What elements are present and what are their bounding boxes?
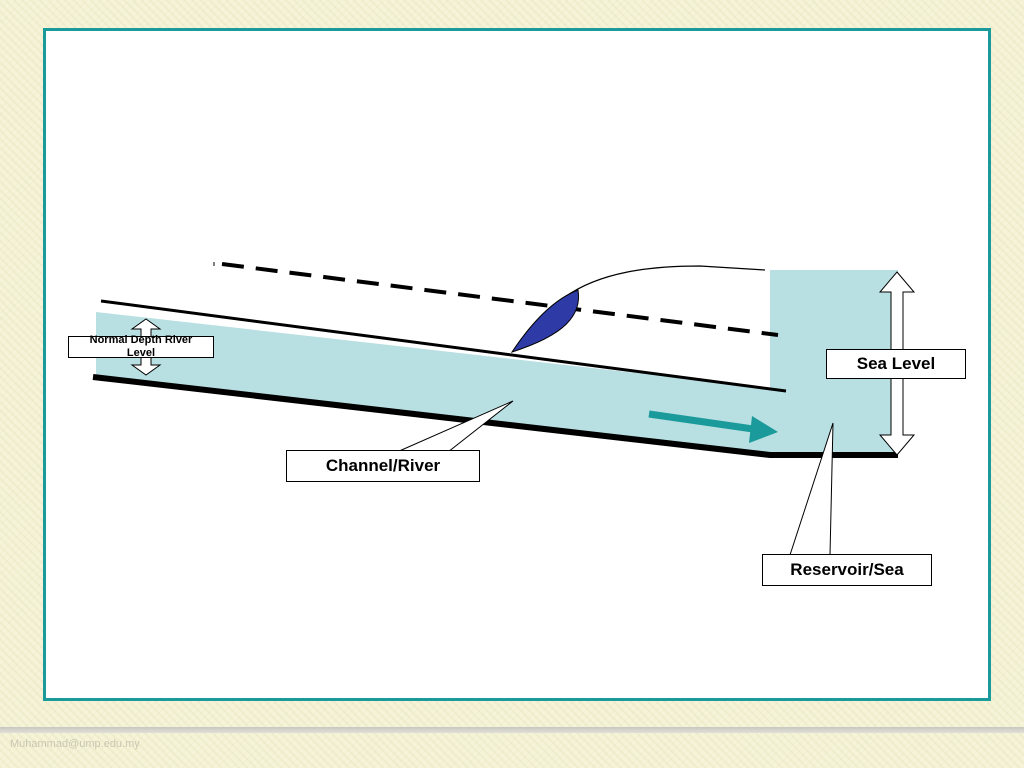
sea-level-label-text: Sea Level [856,354,936,373]
backwater-curve [564,265,766,298]
normal-depth-label-text: Normal Depth River Level [89,334,193,359]
flow-arrow-shaft [648,410,761,434]
flow-arrow-head [749,416,778,443]
reservoir-sea-label: Reservoir/Sea [762,554,932,586]
footer-band [0,727,1024,733]
channel-river-label: Channel/River [286,450,480,482]
normal-depth-label: Normal Depth River Level [68,334,214,359]
channel-water [96,312,770,455]
water-surface-line [100,299,787,393]
footer-email: Muhammad@ump.edu.my [10,738,140,750]
sea-level-label: Sea Level [826,349,966,379]
channel-bed [92,374,898,458]
channel-river-label-text: Channel/River [325,456,441,475]
reservoir-sea-label-text: Reservoir/Sea [790,560,904,579]
hydraulic-jump-shape [510,289,580,353]
dashed-depth-line [221,262,779,337]
